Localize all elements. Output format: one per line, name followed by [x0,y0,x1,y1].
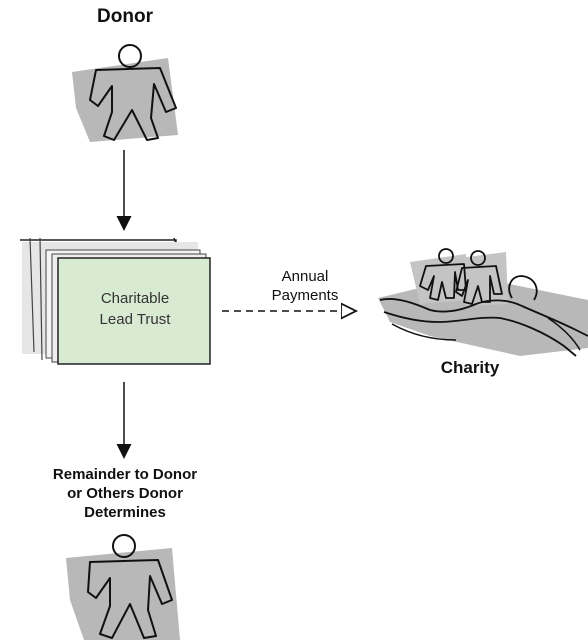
payments-label-line1: Annual [240,267,370,286]
donor-label: Donor [60,6,190,28]
charity-label: Charity [410,358,530,378]
payments-label-line2: Payments [240,286,370,305]
trust-label-line2: Lead Trust [60,309,210,330]
remainder-label: Remainder to Donor or Others Donor Deter… [0,465,250,522]
donor-person-icon [72,45,178,142]
remainder-person-icon [66,535,180,640]
remainder-line1: Remainder to Donor [0,465,250,484]
remainder-line2: or Others Donor [0,484,250,503]
annual-payments-label: Annual Payments [240,267,370,305]
remainder-line3: Determines [0,503,250,522]
trust-label-line1: Charitable [60,288,210,309]
hand-holding-people-icon [378,249,588,356]
trust-label: Charitable Lead Trust [60,288,210,330]
